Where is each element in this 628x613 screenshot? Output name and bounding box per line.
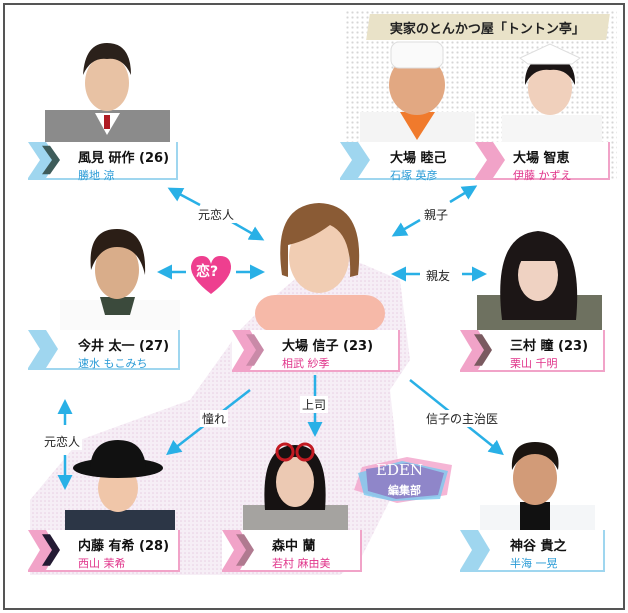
- character-name: 大場 智恵: [513, 151, 570, 166]
- photo-imai: [55, 225, 180, 330]
- chevron-icon: [28, 142, 60, 178]
- diagram-frame: [3, 3, 625, 610]
- chevron-icon: [232, 330, 264, 370]
- eden-title: EDEN: [376, 461, 424, 479]
- chevron-icon: [28, 530, 60, 570]
- relation-boss: 上司: [300, 396, 329, 413]
- love-label: 恋?: [196, 264, 219, 280]
- character-name: 今井 太一 (27): [78, 339, 170, 354]
- chevron-icon: [222, 530, 254, 570]
- actor-name: 伊藤 かずえ: [513, 169, 572, 182]
- arrow: [167, 187, 201, 207]
- chevron-icon: [475, 142, 505, 178]
- label-kazami: 風見 研作 (26) 勝地 涼: [28, 142, 178, 182]
- photo-kazami: [45, 35, 170, 142]
- label-chie: 大場 智恵 伊藤 かずえ: [475, 142, 610, 182]
- photo-mimura: [472, 225, 605, 330]
- actor-name: 若村 麻由美: [272, 557, 331, 570]
- label-mimura: 三村 瞳 (23) 栗山 千明: [460, 330, 605, 372]
- relation-admire: 憧れ: [200, 410, 229, 427]
- actor-name: 勝地 涼: [78, 169, 115, 182]
- chevron-icon: [28, 330, 58, 368]
- love-heart: 恋?: [188, 254, 234, 296]
- label-nobuko: 大場 信子 (23) 相武 紗季: [232, 330, 400, 372]
- relation-ex-lover-2: 元恋人: [42, 433, 83, 450]
- actor-name: 西山 茉希: [78, 557, 126, 570]
- eden-badge: EDEN 編集部: [352, 455, 457, 505]
- character-name: 風見 研作 (26): [78, 151, 170, 166]
- eden-subtitle: 編集部: [388, 484, 421, 497]
- photo-naito: [60, 440, 175, 532]
- label-kamiya: 神谷 貴之 半海 一晃: [460, 530, 605, 572]
- label-imai: 今井 太一 (27) 速水 もこみち: [28, 330, 180, 370]
- character-name: 三村 瞳 (23): [510, 339, 589, 354]
- arrow: [449, 185, 478, 204]
- photo-morinaka: [235, 440, 355, 532]
- actor-name: 栗山 千明: [510, 357, 558, 370]
- actor-name: 石塚 英彦: [390, 169, 438, 182]
- character-name: 森中 蘭: [272, 539, 316, 554]
- label-morinaka: 森中 蘭 若村 麻由美: [222, 530, 362, 572]
- actor-name: 相武 紗季: [282, 357, 330, 370]
- chevron-icon: [340, 142, 370, 178]
- photo-nobuko: [240, 195, 398, 332]
- character-name: 内藤 有希 (28): [78, 539, 170, 554]
- actor-name: 速水 もこみち: [78, 357, 148, 370]
- arrow: [231, 220, 265, 241]
- label-naito: 内藤 有希 (28) 西山 茉希: [28, 530, 180, 572]
- photo-mutsumi: [355, 40, 480, 142]
- label-mutsumi: 大場 睦己 石塚 英彦: [340, 142, 485, 182]
- chevron-icon: [460, 330, 492, 370]
- actor-name: 半海 一晃: [510, 557, 558, 570]
- character-name: 大場 信子 (23): [282, 339, 374, 354]
- character-name: 神谷 貴之: [510, 539, 567, 554]
- relation-ex-lover: 元恋人: [196, 206, 237, 223]
- heart-icon: [190, 256, 232, 294]
- relation-doctor: 信子の主治医: [424, 410, 501, 427]
- photo-kamiya: [470, 440, 600, 532]
- photo-chie: [492, 40, 610, 142]
- character-name: 大場 睦己: [390, 151, 447, 166]
- relation-parent-child: 親子: [422, 206, 451, 223]
- chevron-icon: [460, 530, 490, 570]
- arrow: [391, 218, 421, 237]
- relation-best-friend: 親友: [424, 267, 453, 284]
